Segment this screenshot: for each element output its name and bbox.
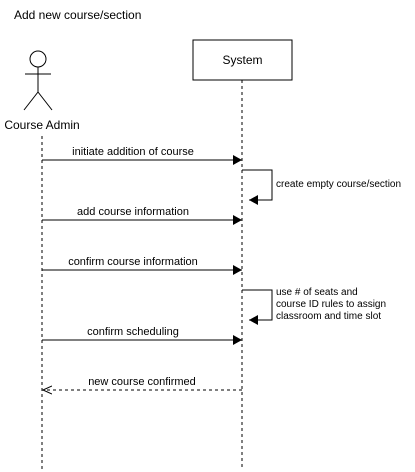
self-message-label-line: course ID rules to assign xyxy=(276,299,386,310)
self-message-label: create empty course/section xyxy=(276,179,401,190)
system-box xyxy=(192,39,293,81)
message-label: confirm scheduling xyxy=(87,326,179,338)
message-label: initiate addition of course xyxy=(72,146,194,158)
self-message-label-line: classroom and time slot xyxy=(276,311,381,322)
diagram-title: Add new course/section xyxy=(14,8,141,22)
self-message-arrow xyxy=(242,169,273,205)
actor-label: Course Admin xyxy=(4,118,79,132)
return-message-label: new course confirmed xyxy=(88,376,196,388)
self-message-label-line: use # of seats and xyxy=(276,287,358,298)
system-label: System xyxy=(222,53,262,67)
stick-figure-icon xyxy=(23,50,53,111)
message-label: confirm course information xyxy=(68,256,198,268)
message-label: add course information xyxy=(77,206,189,218)
self-message-arrow xyxy=(242,289,273,325)
